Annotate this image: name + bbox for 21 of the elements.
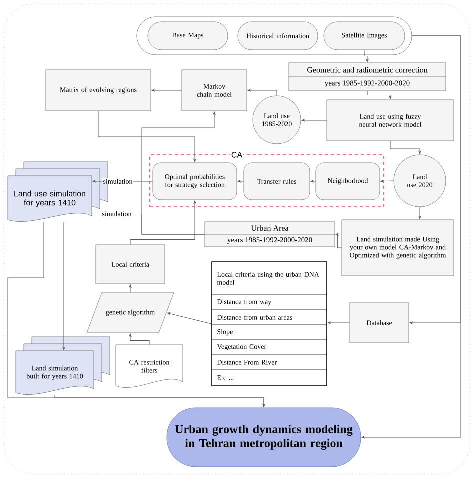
- arrow: [302, 119, 328, 122]
- arrow: [248, 89, 278, 96]
- arrow: [167, 312, 212, 324]
- arrow: [54, 394, 266, 408]
- arrow: [152, 89, 182, 92]
- arrow: [380, 180, 394, 183]
- arrow: [364, 50, 369, 62]
- arrow: [328, 322, 350, 324]
- arrow: [310, 180, 316, 183]
- arrow: [238, 180, 244, 183]
- arrow: [129, 334, 150, 346]
- arrow: [62, 222, 66, 350]
- result-terminal: Urban growth dynamics modeling in Tehran metropolitan region: [166, 408, 362, 468]
- arrow: [98, 110, 196, 162]
- arrow: [129, 284, 132, 294]
- arrow: [130, 200, 196, 246]
- arrow: [418, 206, 422, 220]
- arrow: [336, 233, 342, 248]
- arrow: [362, 36, 462, 439]
- arrow: [367, 90, 392, 100]
- arrow: [390, 140, 422, 154]
